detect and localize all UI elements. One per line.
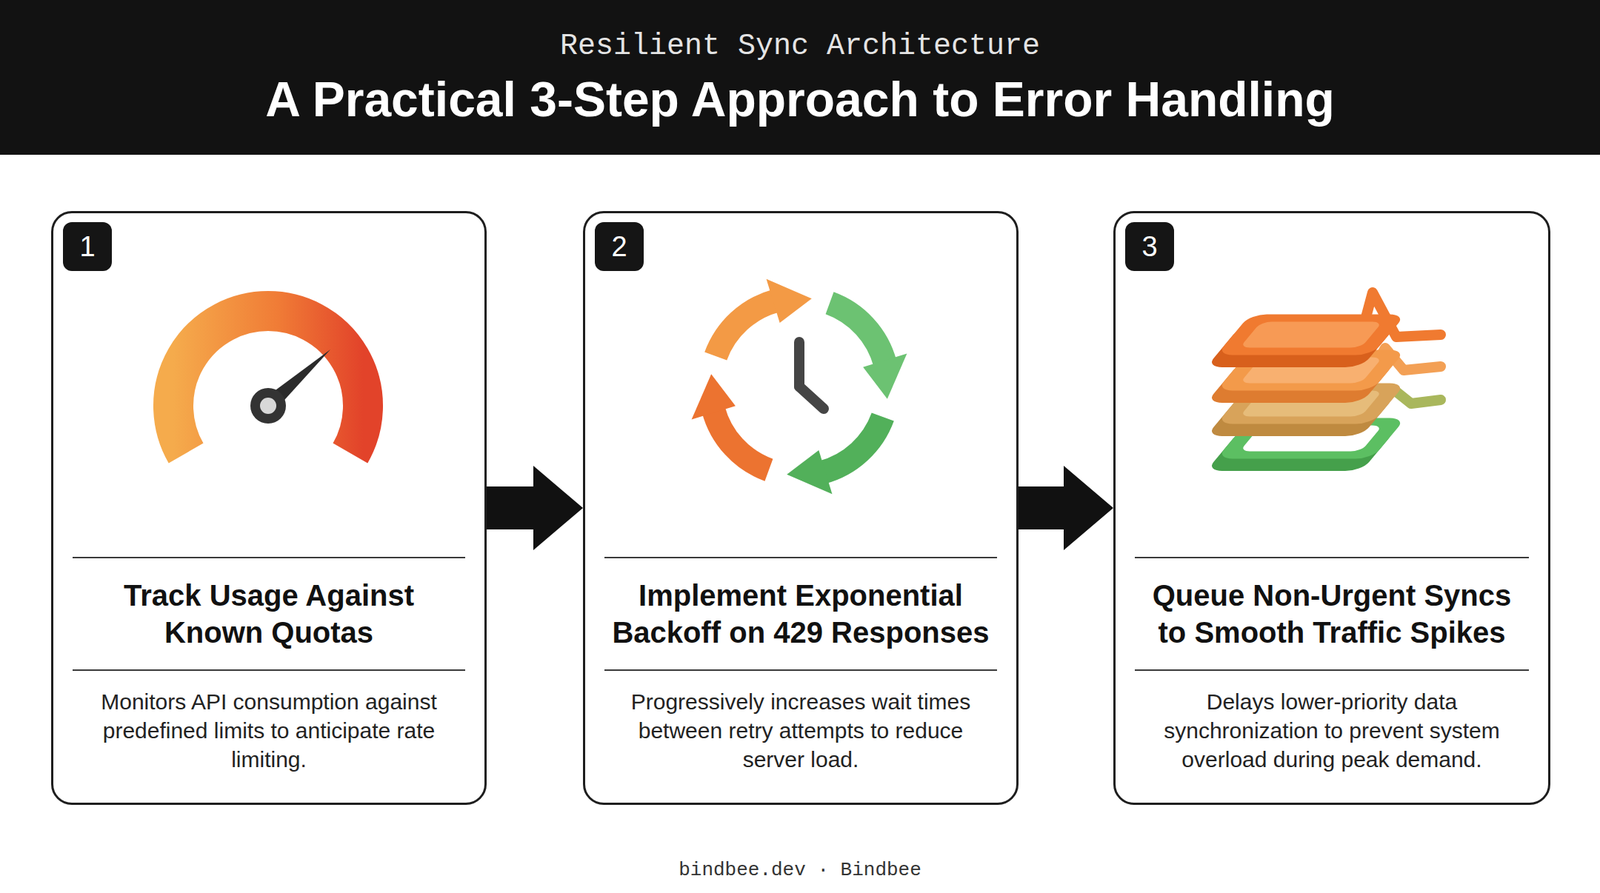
- divider-line: [1134, 669, 1529, 672]
- flow-arrow: [486, 465, 583, 551]
- step-number: 3: [1141, 230, 1158, 263]
- cycle-icon: [684, 271, 915, 502]
- heading-slot: Implement Exponential Backoff on 429 Res…: [585, 558, 1017, 670]
- body-slot: Delays lower-priority data synchronizati…: [1115, 687, 1549, 775]
- step-number-badge: 3: [1125, 222, 1175, 272]
- step-number-badge: 1: [62, 222, 112, 272]
- step-number: 1: [79, 230, 95, 263]
- step-heading: Implement Exponential Backoff on 429 Res…: [593, 577, 1009, 652]
- step-card: Queue Non-Urgent Syncs to Smooth Traffic…: [1113, 211, 1551, 806]
- subtitle-label: Resilient Sync Architecture: [0, 29, 1600, 64]
- diagram-title: A Practical 3-Step Approach to Error Han…: [0, 69, 1600, 129]
- step-number-badge: 2: [594, 222, 644, 272]
- heading-slot: Track Usage Against Known Quotas: [53, 558, 485, 670]
- footer-credit: bindbee.dev · Bindbee: [0, 857, 1600, 884]
- flow-arrow: [1018, 465, 1114, 551]
- gauge-icon: [173, 311, 363, 454]
- step-description: Progressively increases wait times betwe…: [604, 687, 998, 775]
- body-slot: Monitors API consumption against predefi…: [53, 687, 485, 775]
- divider-line: [72, 557, 466, 559]
- step-heading: Queue Non-Urgent Syncs to Smooth Traffic…: [1137, 577, 1527, 652]
- heading-slot: Queue Non-Urgent Syncs to Smooth Traffic…: [1115, 558, 1549, 670]
- divider-line: [1134, 557, 1529, 559]
- stack-icon: [1205, 292, 1441, 472]
- divider-line: [72, 669, 466, 672]
- divider-line: [604, 669, 998, 672]
- step-description: Delays lower-priority data synchronizati…: [1135, 687, 1529, 775]
- body-slot: Progressively increases wait times betwe…: [585, 687, 1017, 775]
- step-description: Monitors API consumption against predefi…: [72, 687, 466, 775]
- step-card: Track Usage Against Known QuotasMonitors…: [51, 211, 487, 806]
- step-number: 2: [611, 230, 627, 263]
- step-heading: Track Usage Against Known Quotas: [98, 577, 440, 652]
- divider-line: [604, 557, 998, 559]
- step-card: Implement Exponential Backoff on 429 Res…: [582, 211, 1019, 806]
